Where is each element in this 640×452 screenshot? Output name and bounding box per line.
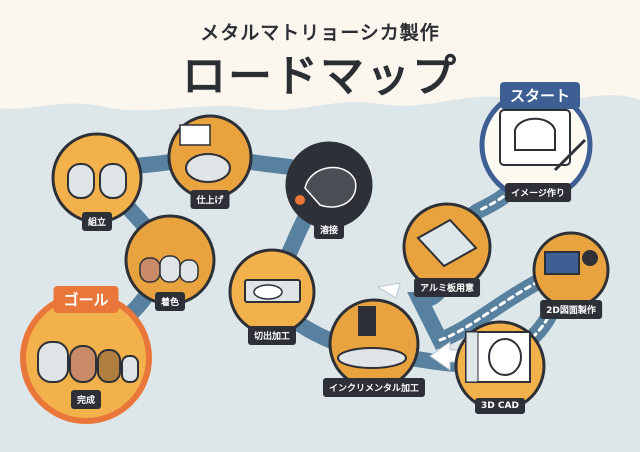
step-label-welding: 溶接: [313, 220, 345, 239]
matryoshka-icon: [37, 341, 139, 383]
monitor-icon: [544, 250, 598, 275]
step-label-assembly: 組立: [81, 212, 113, 231]
step-label-cutting: 切出加工: [247, 326, 297, 345]
step-label-coloring: 着色: [154, 292, 186, 311]
welding-torch-icon: [295, 166, 357, 208]
step-label-aluminum: アルミ板用意: [414, 278, 480, 297]
step-label-3d: 3D CAD: [475, 398, 525, 414]
step-label-image: イメージ作り: [505, 183, 571, 202]
goal-tag: ゴール: [53, 286, 119, 313]
tablet-pen-icon: [499, 109, 587, 172]
step-label-finishing: 仕上げ: [190, 190, 230, 209]
step-label-2d: 2D図面製作: [540, 300, 602, 319]
step-label-incremental: インクリメンタル加工: [322, 378, 426, 397]
roadmap-title: ロードマップ: [182, 51, 458, 102]
illustrations: [37, 109, 598, 383]
roadmap-subtitle: メタルマトリョーシカ製作: [200, 22, 440, 44]
start-tag: スタート: [499, 82, 581, 109]
step-label-complete: 完成: [70, 390, 102, 409]
